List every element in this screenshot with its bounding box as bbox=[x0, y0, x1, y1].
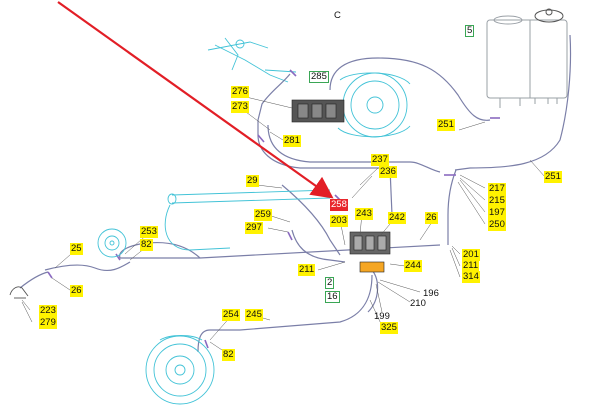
header-mark: C bbox=[334, 10, 341, 21]
callout-26-left[interactable]: 26 bbox=[70, 285, 83, 297]
valve-block-center bbox=[349, 231, 391, 273]
callout-243[interactable]: 243 bbox=[355, 208, 373, 220]
callout-251-top[interactable]: 251 bbox=[437, 119, 455, 131]
pump-housing bbox=[337, 72, 411, 138]
hoses-purple bbox=[47, 69, 500, 349]
callout-197[interactable]: 197 bbox=[488, 207, 506, 219]
callout-244[interactable]: 244 bbox=[404, 260, 422, 272]
callout-236[interactable]: 236 bbox=[379, 166, 397, 178]
callout-201[interactable]: 201 bbox=[462, 249, 480, 261]
callout-215[interactable]: 215 bbox=[488, 195, 506, 207]
callout-297[interactable]: 297 bbox=[245, 222, 263, 234]
callout-279[interactable]: 279 bbox=[39, 317, 57, 329]
wheel-large bbox=[145, 335, 215, 405]
callout-273[interactable]: 273 bbox=[231, 101, 249, 113]
steering-linkage bbox=[207, 37, 297, 83]
cylinder bbox=[164, 189, 331, 251]
callout-285[interactable]: 285 bbox=[309, 71, 329, 83]
callout-203[interactable]: 203 bbox=[330, 215, 348, 227]
callout-29[interactable]: 29 bbox=[246, 175, 259, 187]
callout-253[interactable]: 253 bbox=[140, 226, 158, 238]
callout-211-right[interactable]: 211 bbox=[462, 260, 480, 272]
callout-25[interactable]: 25 bbox=[70, 243, 83, 255]
callout-211-left[interactable]: 211 bbox=[298, 264, 316, 276]
callout-223[interactable]: 223 bbox=[39, 305, 57, 317]
callout-16[interactable]: 16 bbox=[325, 291, 340, 303]
tank-assembly bbox=[486, 8, 568, 108]
callout-258[interactable]: 258 bbox=[330, 199, 348, 211]
callout-196[interactable]: 196 bbox=[423, 288, 439, 299]
callout-314[interactable]: 314 bbox=[462, 271, 480, 283]
callout-250[interactable]: 250 bbox=[488, 219, 506, 231]
wheel-small bbox=[97, 228, 127, 258]
callout-259[interactable]: 259 bbox=[254, 209, 272, 221]
pointer-arrow bbox=[57, 1, 334, 199]
callout-5[interactable]: 5 bbox=[465, 25, 475, 37]
callout-82-left[interactable]: 82 bbox=[140, 239, 153, 251]
callout-237[interactable]: 237 bbox=[371, 154, 389, 166]
callout-276[interactable]: 276 bbox=[231, 86, 249, 98]
valve-block-top bbox=[291, 99, 345, 123]
callout-251-right[interactable]: 251 bbox=[544, 171, 562, 183]
callout-82-bottom[interactable]: 82 bbox=[222, 349, 235, 361]
callout-325[interactable]: 325 bbox=[380, 322, 398, 334]
callout-217[interactable]: 217 bbox=[488, 183, 506, 195]
hitch bbox=[9, 286, 29, 299]
callout-281[interactable]: 281 bbox=[283, 135, 301, 147]
callout-242[interactable]: 242 bbox=[388, 212, 406, 224]
callout-254[interactable]: 254 bbox=[222, 309, 240, 321]
callout-210[interactable]: 210 bbox=[410, 298, 426, 309]
callout-26-mid[interactable]: 26 bbox=[425, 212, 438, 224]
callout-199[interactable]: 199 bbox=[374, 311, 390, 322]
callout-2[interactable]: 2 bbox=[325, 277, 335, 289]
callout-245[interactable]: 245 bbox=[245, 309, 263, 321]
